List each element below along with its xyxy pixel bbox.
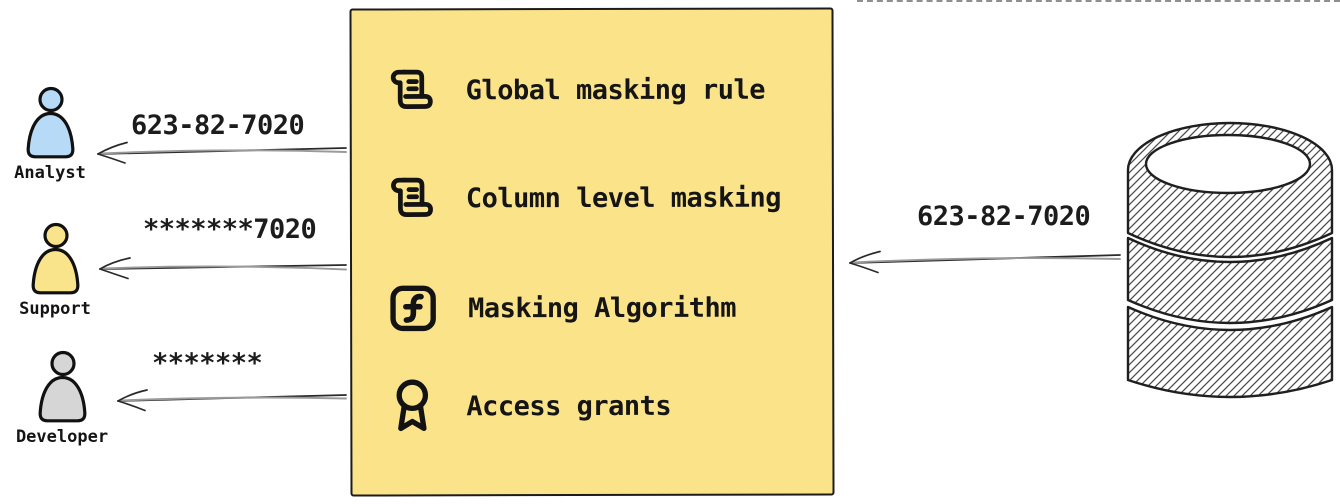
top-edge-line bbox=[857, 0, 1340, 2]
person-icon bbox=[26, 86, 75, 159]
person-icon bbox=[38, 350, 87, 423]
arrow-to-developer bbox=[117, 389, 347, 412]
person-icon bbox=[31, 222, 80, 295]
database-icon bbox=[1126, 121, 1334, 399]
persona-support: Support bbox=[17, 222, 93, 319]
award-icon bbox=[396, 379, 429, 432]
box-row-label: Masking Algorithm bbox=[468, 292, 736, 324]
persona-developer: Developer bbox=[15, 350, 109, 447]
box-row-access-grants: Access grants bbox=[352, 376, 671, 437]
analyst-received-value: 623-82-7020 bbox=[131, 110, 305, 141]
box-row-global-masking-rule: Global masking rule bbox=[352, 60, 765, 121]
box-row-label: Access grants bbox=[466, 390, 672, 422]
arrow-database-to-box bbox=[849, 250, 1121, 274]
support-received-value: *******7020 bbox=[143, 214, 317, 245]
function-square-icon bbox=[390, 285, 436, 332]
scroll-text-icon bbox=[391, 177, 433, 217]
persona-analyst: Analyst bbox=[12, 86, 88, 183]
developer-received-value: ******* bbox=[152, 348, 263, 379]
arrow-to-analyst bbox=[97, 141, 347, 164]
box-row-column-level-masking: Column level masking bbox=[352, 168, 781, 229]
persona-developer-label: Developer bbox=[15, 427, 109, 447]
box-row-masking-algorithm: Masking Algorithm bbox=[352, 278, 736, 339]
arrow-to-support bbox=[99, 257, 347, 280]
box-row-label: Column level masking bbox=[465, 182, 782, 214]
scroll-text-icon bbox=[390, 69, 433, 109]
persona-analyst-label: Analyst bbox=[14, 163, 86, 183]
box-row-label: Global masking rule bbox=[465, 74, 766, 106]
masking-rules-box: Global masking rule Column level masking bbox=[349, 7, 835, 497]
database-outgoing-value: 623-82-7020 bbox=[917, 201, 1091, 232]
persona-support-label: Support bbox=[19, 299, 91, 319]
